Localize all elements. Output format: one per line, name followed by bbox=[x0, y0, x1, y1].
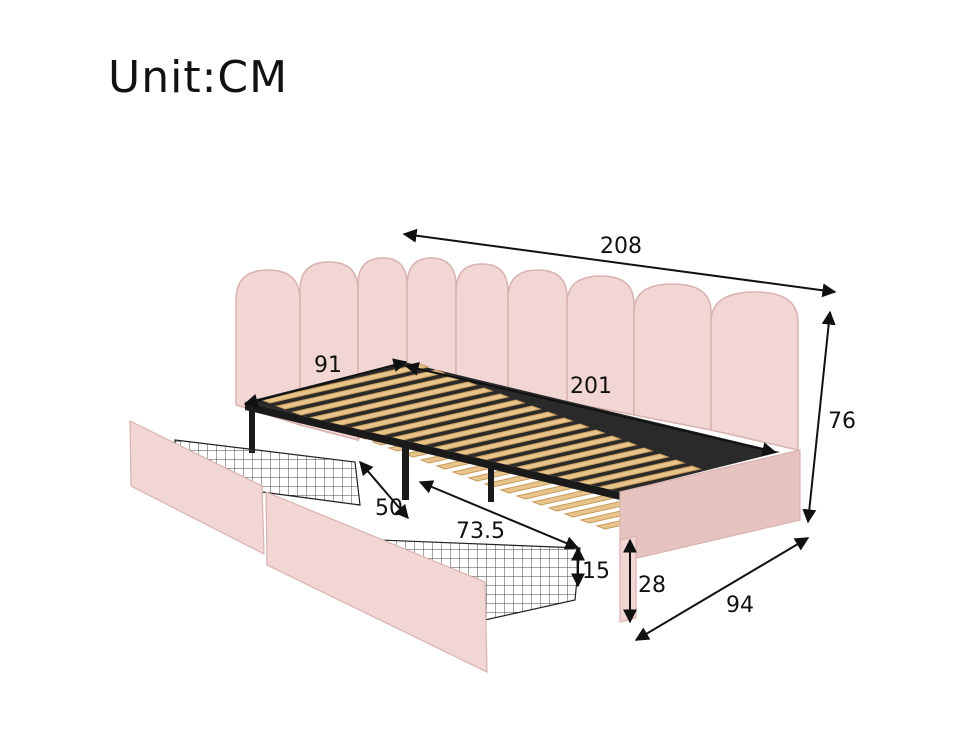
label-drawer-depth: 50 bbox=[375, 496, 403, 521]
drawer-left bbox=[129, 420, 361, 555]
label-drawer-length: 73.5 bbox=[456, 519, 505, 544]
unit-label: Unit:CM bbox=[108, 52, 289, 103]
label-total-width: 94 bbox=[726, 593, 754, 618]
dim-line-drawer-length bbox=[418, 480, 580, 550]
label-inner-width: 91 bbox=[314, 353, 342, 378]
label-inner-length: 201 bbox=[570, 374, 612, 399]
dim-line-inner-width bbox=[243, 358, 408, 408]
label-side-height: 28 bbox=[638, 573, 666, 598]
headboard-panel bbox=[633, 283, 712, 431]
dim-line-height bbox=[802, 310, 836, 524]
dim-line-drawer-depth bbox=[359, 460, 409, 520]
dim-line-inner-length bbox=[404, 362, 777, 456]
dim-line-total-width bbox=[634, 537, 810, 641]
dimension-lines bbox=[243, 228, 837, 641]
label-total-length: 208 bbox=[600, 234, 642, 259]
dim-line-total-length bbox=[402, 228, 837, 298]
headboard-panel bbox=[406, 257, 457, 381]
headboard-panel bbox=[455, 263, 509, 391]
label-drawer-height: 15 bbox=[582, 559, 610, 584]
label-height: 76 bbox=[828, 409, 856, 434]
headboard-panel bbox=[710, 291, 799, 451]
drawer-right bbox=[265, 491, 581, 673]
headboard-panel bbox=[507, 269, 568, 403]
